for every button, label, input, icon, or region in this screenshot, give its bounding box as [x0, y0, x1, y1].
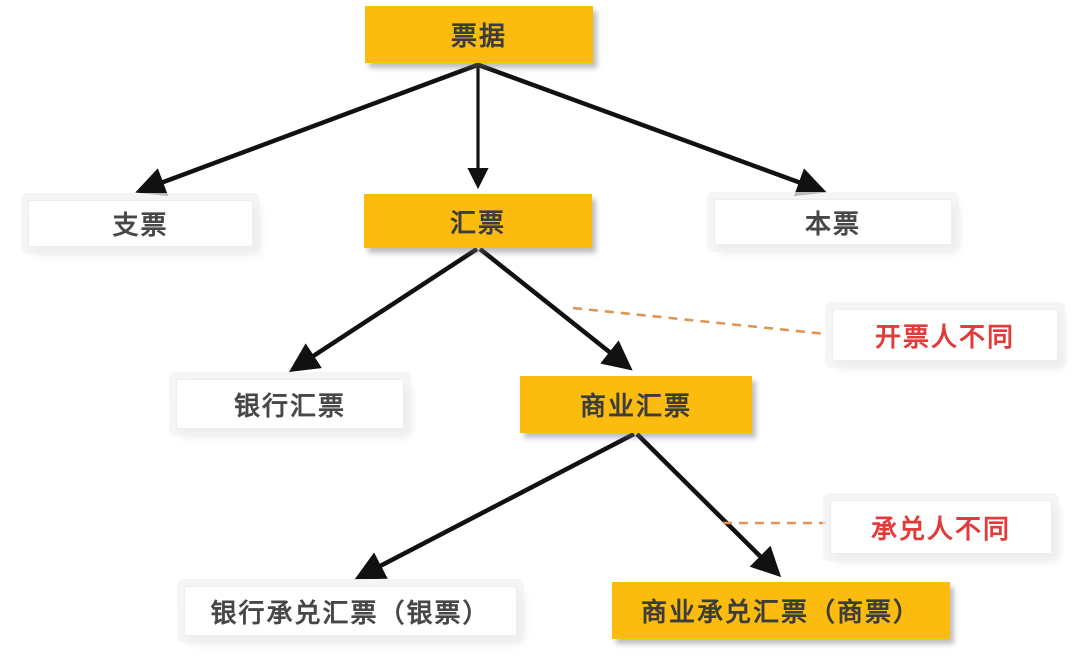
annotation-acceptor-differs: 承兑人不同: [830, 500, 1052, 554]
arrow-commercial-draft-to-bank-acceptance: [354, 432, 636, 580]
node-promissory-note: 本票: [714, 199, 952, 245]
node-bill: 票据: [365, 6, 593, 63]
arrow-draft-to-commercial-draft: [478, 247, 633, 371]
node-commercial-draft: 商业汇票: [520, 376, 752, 433]
arrow-bill-to-promissory-note: [475, 61, 827, 197]
node-draft: 汇票: [364, 194, 592, 248]
arrow-bill-to-check: [135, 61, 481, 197]
arrow-commercial-draft-to-commercial-acceptance: [635, 432, 782, 578]
arrow-draft-to-bank-draft: [288, 247, 479, 372]
annotation-drawer-differs: 开票人不同: [832, 309, 1058, 361]
node-bank-draft: 银行汇票: [176, 379, 404, 429]
node-commercial-acceptance-draft: 商业承兑汇票（商票）: [612, 582, 950, 639]
dashed-connector-drawer-differs: [572, 306, 827, 336]
node-check: 支票: [28, 200, 253, 247]
node-bank-acceptance-draft: 银行承兑汇票（银票）: [184, 586, 517, 636]
